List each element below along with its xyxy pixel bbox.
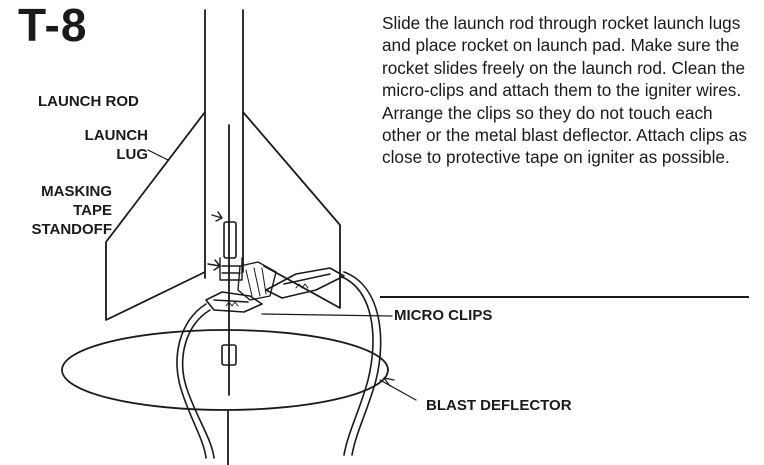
- right-fin: [242, 111, 341, 309]
- masking-tape-label: MASKING TAPE STANDOFF: [0, 182, 112, 239]
- step-number: T-8: [18, 0, 88, 51]
- igniter-wire-left: [181, 309, 215, 459]
- blast-deflector-leader: [379, 379, 417, 401]
- launch-lug-label: LAUNCH LUG: [60, 126, 148, 164]
- blast-deflector-arrow: [383, 377, 395, 387]
- launch-lug-leader: [147, 149, 169, 161]
- blast-deflector-label-text: BLAST DEFLECTOR: [426, 397, 572, 414]
- micro-clips-label-text: MICRO CLIPS: [394, 307, 493, 324]
- igniter-wire-right-b: [343, 271, 382, 456]
- clip-teeth: [225, 283, 309, 307]
- instructions-divider: [380, 296, 749, 298]
- instructions-paragraph: Slide the launch rod through rocket laun…: [382, 13, 747, 168]
- igniter-wire-right: [339, 275, 374, 456]
- left-fin: [105, 111, 206, 321]
- launch-lug: [223, 221, 237, 259]
- masking-tape-label-line3: STANDOFF: [31, 221, 112, 238]
- launch-lug-label-line1: LAUNCH: [84, 127, 148, 144]
- masking-tape-label-line1: MASKING: [41, 183, 112, 200]
- launch-lug-label-line2: LUG: [116, 146, 148, 163]
- blast-deflector-plate: [61, 329, 389, 411]
- micro-clips-leader: [261, 313, 393, 317]
- standoff-arrow: [207, 259, 221, 271]
- launch-rod-label-text: LAUNCH ROD: [38, 93, 139, 110]
- blast-deflector-label: BLAST DEFLECTOR: [426, 396, 572, 415]
- igniter-hatching: [245, 267, 267, 297]
- micro-clips-label: MICRO CLIPS: [394, 306, 492, 325]
- rocket-nozzle: [237, 261, 277, 301]
- masking-tape-label-line2: TAPE: [73, 202, 112, 219]
- igniter-wire-left-b: [176, 303, 207, 459]
- launch-rod-label: LAUNCH ROD: [38, 92, 139, 111]
- rocket-body-tube: [204, 9, 244, 279]
- micro-clip-left: [205, 291, 263, 313]
- rod-weight: [221, 344, 237, 366]
- masking-tape-standoff: [219, 257, 243, 281]
- micro-clip-right: [265, 267, 345, 299]
- lug-arrow: [211, 211, 223, 222]
